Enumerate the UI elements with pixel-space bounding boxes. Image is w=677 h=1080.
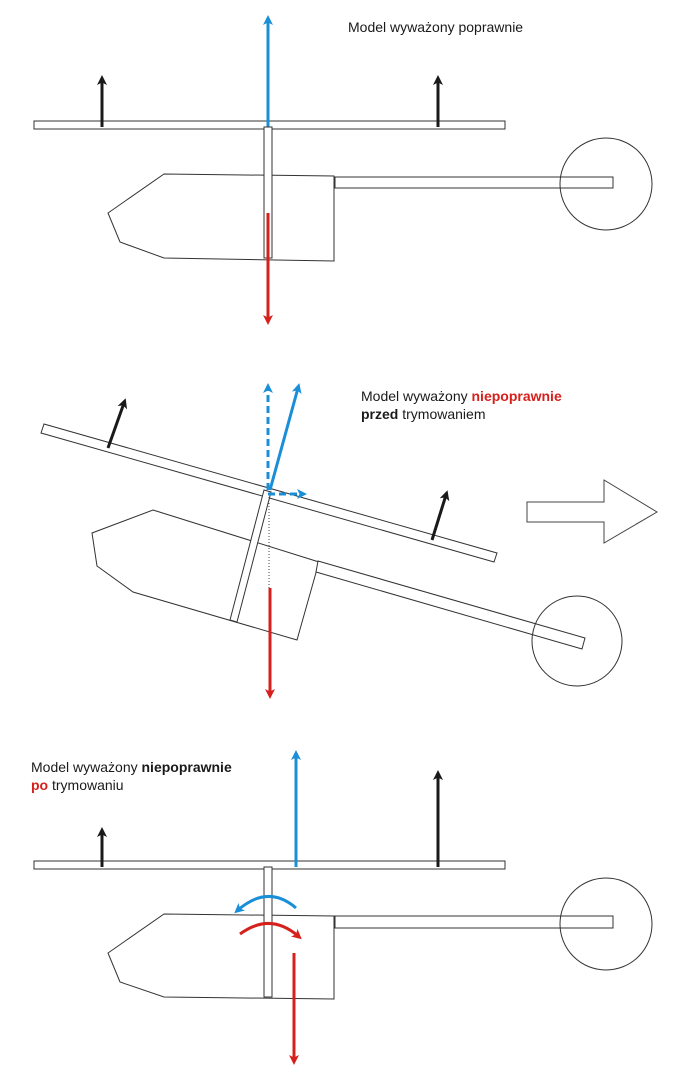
fuselage (107, 913, 335, 1000)
caption-emphasis: niepoprawnie (141, 759, 232, 775)
fuselage (107, 173, 335, 262)
lift-arrow-icon (268, 383, 302, 491)
caption-line-1: Model wyważony niepoprawnie (361, 387, 562, 405)
panel-before-trim (40, 383, 658, 699)
caption-line-2: przed trymowaniem (361, 405, 562, 423)
caption-emphasis: po (31, 777, 49, 793)
caption-correct: Model wyważony poprawnie (348, 18, 523, 36)
panel-after-trim (33, 750, 653, 1065)
caption-text: Model wyważony (31, 759, 142, 775)
caption-emphasis: niepoprawnie (471, 388, 562, 404)
caption-text: Model wyważony poprawnie (348, 19, 524, 35)
caption-line-1: Model wyważony niepoprawnie (31, 758, 232, 776)
caption-text: Model wyważony (361, 388, 472, 404)
caption-text: trymowaniu (48, 777, 124, 793)
tail-rotor (531, 595, 623, 687)
blade-lift-arrow-icon (106, 398, 128, 449)
tail-boom (315, 560, 586, 650)
caption-after-trim: Model wyważony niepoprawnie po trymowani… (31, 758, 232, 794)
fuselage (91, 509, 320, 641)
right-arrow-icon (526, 479, 658, 544)
tail-rotor (559, 877, 653, 971)
tail-boom (334, 915, 614, 929)
rotation-arrow-icon (239, 922, 302, 940)
tail-rotor (559, 137, 653, 231)
rotor-mast (263, 866, 273, 998)
tail-boom (334, 176, 614, 189)
blade-lift-arrow-icon (430, 490, 450, 541)
caption-before-trim: Model wyważony niepoprawnie przed trymow… (361, 387, 562, 423)
panel-correct (33, 15, 653, 325)
caption-text: trymowaniem (398, 406, 486, 422)
rotation-arrow-icon (234, 895, 297, 914)
rotor-mast (229, 489, 272, 623)
caption-emphasis: przed (361, 406, 399, 422)
caption-line-2: po trymowaniu (31, 776, 232, 794)
